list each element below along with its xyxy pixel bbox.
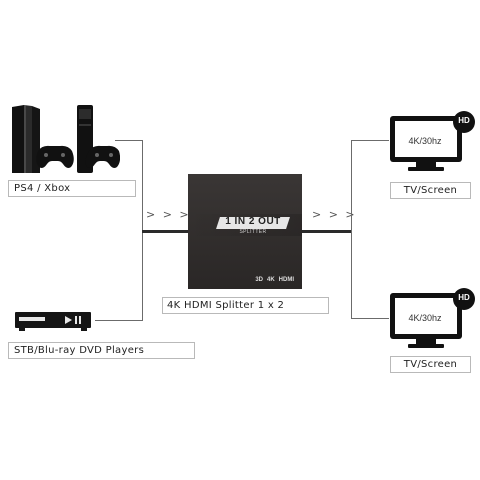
hd-badge: HD xyxy=(458,293,470,302)
connector-right-cable xyxy=(302,230,352,233)
input-label-consoles: PS4 / Xbox xyxy=(8,180,136,197)
splitter-badge: 1 IN 2 OUT SPLITTER xyxy=(188,214,302,236)
feature-4k: 4K xyxy=(266,277,275,283)
feature-3d: 3D xyxy=(255,277,263,283)
tv-resolution-text: 4K/30hz xyxy=(408,136,442,146)
connector-left-top xyxy=(115,140,143,141)
connector-right-vertical xyxy=(351,140,352,319)
hd-badge: HD xyxy=(458,116,470,125)
dvd-player-icon xyxy=(15,310,93,332)
connector-left-cable xyxy=(142,230,188,233)
hdmi-splitter-device: 1 IN 2 OUT SPLITTER 3D 4K HDMI xyxy=(188,174,302,289)
output-label-tv-1: TV/Screen xyxy=(390,182,471,199)
tv-screen-icon: 4K/30hz HD xyxy=(388,110,476,175)
tv-resolution-text: 4K/30hz xyxy=(408,313,442,323)
connector-right-top xyxy=(351,140,389,141)
game-console-icon xyxy=(10,103,121,175)
splitter-features: 3D 4K HDMI xyxy=(255,277,294,283)
splitter-badge-text: 1 IN 2 OUT xyxy=(225,216,281,227)
arrow-right: > > > xyxy=(312,208,357,221)
feature-hdmi: HDMI xyxy=(278,277,294,283)
splitter-sub-text: SPLITTER xyxy=(239,229,267,235)
tv-screen-icon: 4K/30hz HD xyxy=(388,287,476,352)
connector-left-bottom xyxy=(95,320,143,321)
arrow-left: > > > xyxy=(146,208,191,221)
output-label-tv-2: TV/Screen xyxy=(390,356,471,373)
connector-right-bottom xyxy=(351,318,389,319)
input-label-dvd: STB/Blu-ray DVD Players xyxy=(8,342,195,359)
splitter-label: 4K HDMI Splitter 1 x 2 xyxy=(162,297,329,314)
